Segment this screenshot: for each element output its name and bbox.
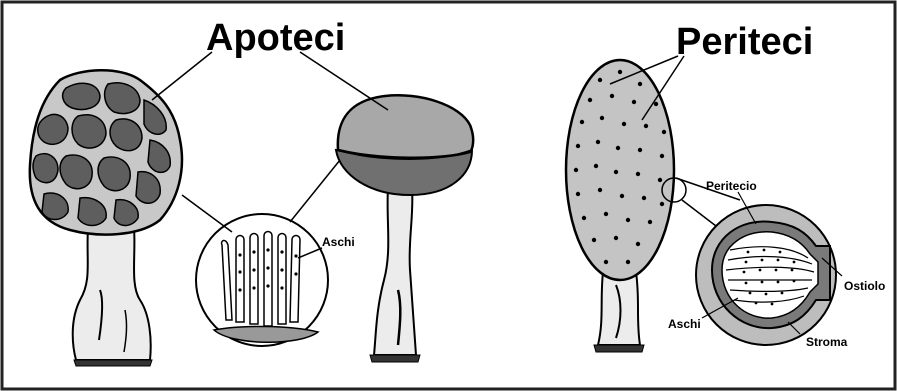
title-apoteci: Apoteci — [206, 17, 345, 59]
stroma-head — [566, 60, 674, 280]
label-ostiolo: Ostiolo — [844, 279, 885, 293]
label-stroma: Stroma — [806, 335, 848, 349]
label-aschi-left: Aschi — [322, 235, 355, 249]
stroma-stem — [598, 272, 640, 345]
stroma-base — [594, 345, 644, 352]
morel-base — [74, 360, 152, 366]
cup-base — [370, 355, 420, 362]
label-aschi-right: Aschi — [668, 317, 701, 331]
asci-magnification — [196, 214, 328, 346]
label-peritecio: Peritecio — [706, 179, 757, 193]
title-periteci: Periteci — [676, 21, 813, 63]
